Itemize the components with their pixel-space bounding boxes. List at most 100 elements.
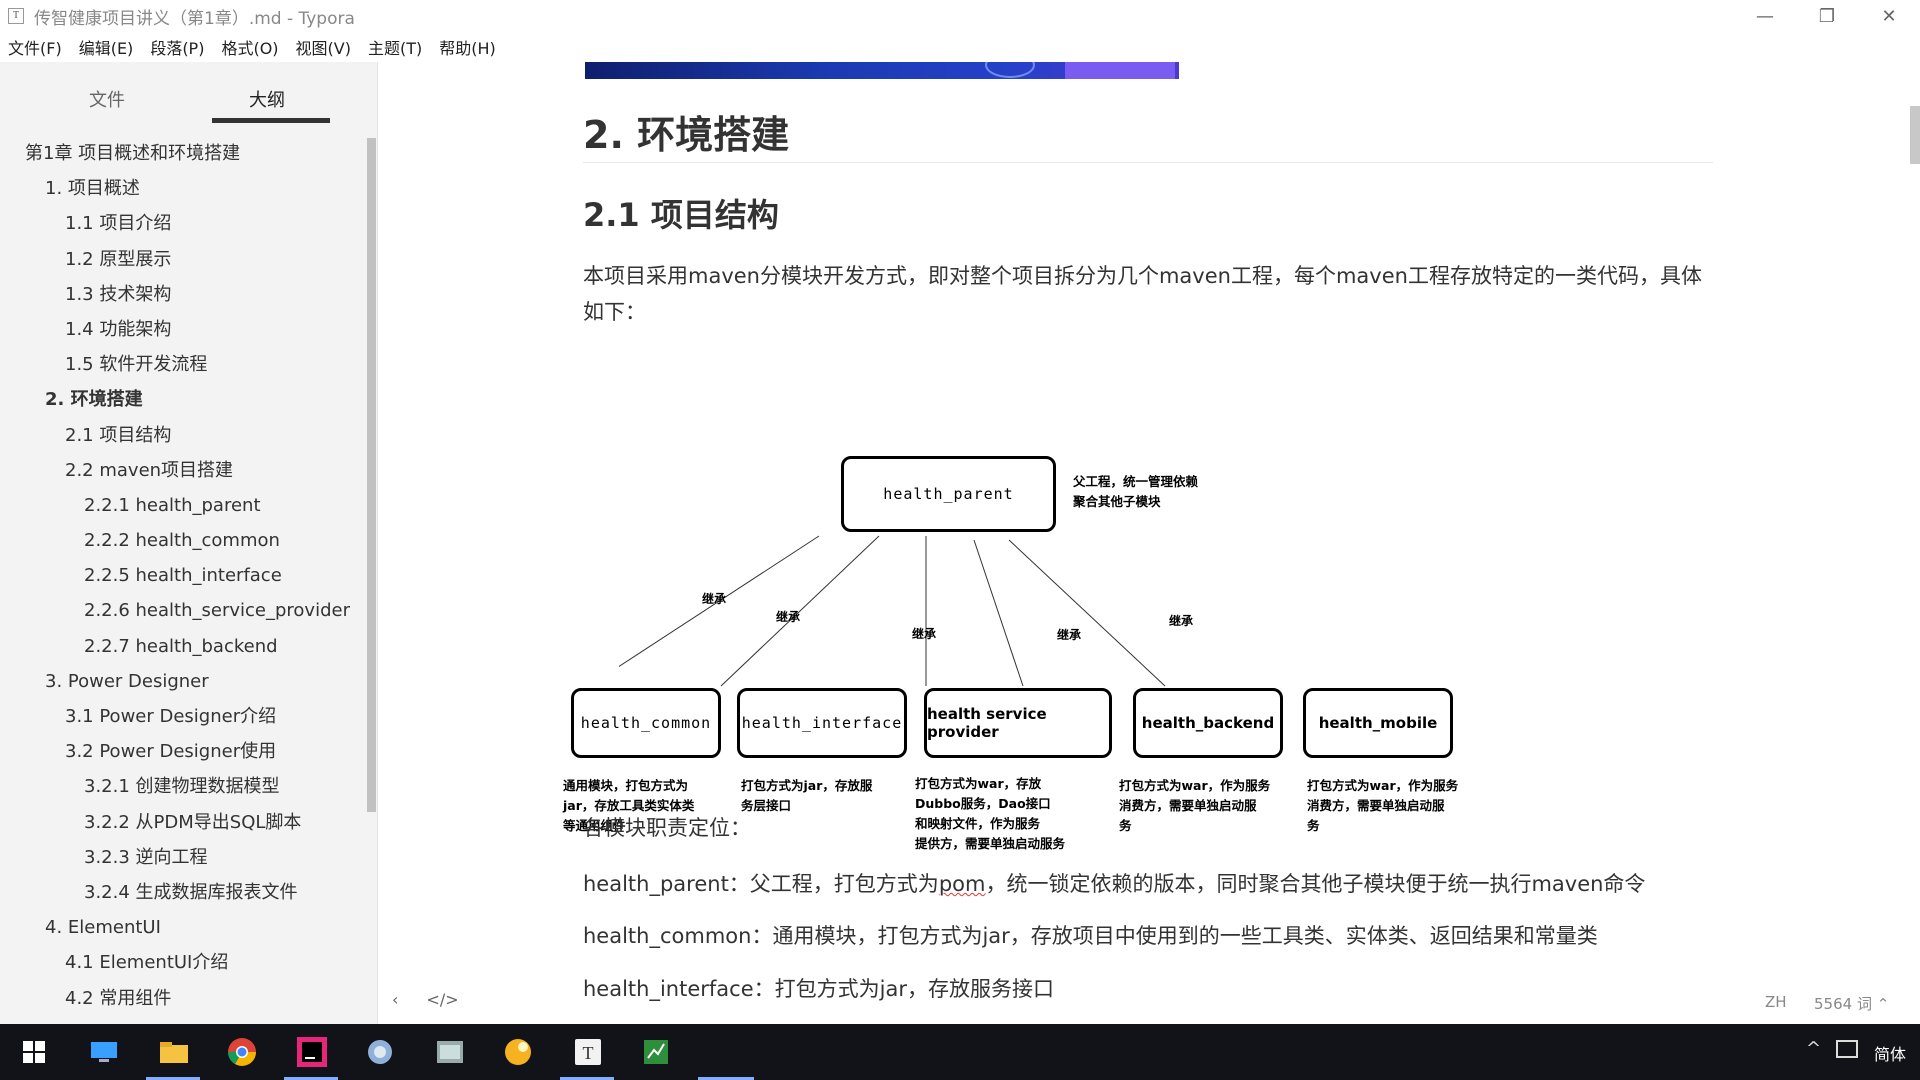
outline-item[interactable]: 1.4 功能架构 [65, 318, 172, 340]
menu-bar: 文件(F) 编辑(E) 段落(P) 格式(O) 视图(V) 主题(T) 帮助(H… [0, 32, 1920, 62]
outline-item[interactable]: 3.2.2 从PDM导出SQL脚本 [84, 811, 302, 833]
menu-theme[interactable]: 主题(T) [367, 39, 423, 58]
heading-environment-setup: 2. 环境搭建 [583, 113, 790, 157]
module-structure-diagram: health_parent 父工程，统一管理依赖 聚合其他子模块 继承 继承 继… [563, 380, 1619, 860]
maximize-button[interactable]: ❐ [1818, 5, 1836, 27]
app-7-icon[interactable] [500, 1034, 536, 1070]
desktop-icon[interactable] [86, 1034, 122, 1070]
outline-item[interactable]: 4.1 ElementUI介绍 [65, 952, 229, 974]
status-language[interactable]: ZH [1765, 993, 1787, 1011]
responsibility-title: 各模块职责定位： [583, 816, 751, 840]
ime-indicator[interactable]: 简体 [1874, 1045, 1907, 1064]
outline-item[interactable]: 1.2 原型展示 [65, 248, 172, 270]
back-icon[interactable]: ‹ [392, 990, 399, 1009]
outline-item[interactable]: 2.1 项目结构 [65, 424, 172, 446]
outline-item[interactable]: 1. 项目概述 [45, 178, 140, 200]
typora-app-icon: T [8, 8, 24, 24]
intellij-idea-icon[interactable] [294, 1034, 330, 1070]
menu-file[interactable]: 文件(F) [8, 39, 62, 58]
menu-paragraph[interactable]: 段落(P) [150, 39, 205, 58]
sidebar-scrollbar[interactable] [367, 138, 376, 812]
menu-format[interactable]: 格式(O) [221, 39, 279, 58]
node-health-parent: health_parent [841, 456, 1056, 532]
active-app-indicator [146, 1077, 200, 1080]
outline-item[interactable]: 2.2.6 health_service_provider [84, 600, 350, 622]
edge-common [619, 535, 820, 668]
app-9-icon[interactable] [638, 1034, 674, 1070]
spellcheck-underline: pom [938, 872, 986, 896]
status-word-count[interactable]: 5564 词 ⌃ [1814, 995, 1890, 1013]
node-health-common: health_common [571, 688, 721, 758]
sidebar: 文件 大纲 第1章 项目概述和环境搭建 1. 项目概述 1.1 项目介绍 1.2 原型… [0, 62, 378, 1024]
close-button[interactable]: ✕ [1881, 5, 1897, 27]
edge-label-common: 继承 [702, 592, 727, 606]
app-6-icon[interactable] [432, 1034, 468, 1070]
node-health-mobile: health_mobile [1303, 688, 1453, 758]
outline-item[interactable]: 第1章 项目概述和环境搭建 [25, 143, 241, 164]
node-health-service-provider: health service provider [924, 688, 1112, 758]
tab-files[interactable]: 文件 [89, 90, 125, 111]
sidebar-tabs: 文件 大纲 [0, 62, 377, 124]
outline-item[interactable]: 2.2.7 health_backend [84, 635, 278, 657]
chrome-icon[interactable] [224, 1034, 260, 1070]
app-5-icon[interactable] [362, 1034, 398, 1070]
note-health-mobile: 打包方式为war，作为服务 消费方，需要单独启动服 务 [1307, 778, 1459, 833]
windows-start-icon[interactable] [16, 1034, 52, 1070]
outline-item[interactable]: 1.3 技术架构 [65, 283, 172, 305]
note-health-service-provider: 打包方式为war，存放 Dubbo服务，Dao接口 和映射文件，作为服务 提供方… [915, 776, 1066, 851]
edge-label-mobile: 继承 [1169, 614, 1194, 628]
outline-item[interactable]: 2.2.1 health_parent [84, 494, 261, 516]
menu-help[interactable]: 帮助(H) [439, 39, 496, 58]
file-explorer-icon[interactable] [156, 1034, 192, 1070]
edge-label-service-provider: 继承 [912, 627, 937, 641]
banner-tag [1065, 62, 1175, 79]
diagram-edges [619, 535, 1166, 687]
note-health-interface: 打包方式为jar，存放服 务层接口 [741, 778, 873, 813]
node-health-interface: health_interface [737, 688, 907, 758]
tray-expand-icon[interactable]: ^ [1806, 1038, 1822, 1059]
outline-item[interactable]: 1.5 软件开发流程 [65, 354, 208, 376]
edge-interface [720, 535, 880, 687]
outline-item[interactable]: 3.2.4 生成数据库报表文件 [84, 881, 298, 903]
responsibility-health-common: health_common：通用模块，打包方式为jar，存放项目中使用到的一些工… [583, 924, 1598, 948]
menu-view[interactable]: 视图(V) [295, 39, 351, 58]
note-health-backend: 打包方式为war，作为服务 消费方，需要单独启动服 务 [1119, 778, 1271, 833]
outline-item[interactable]: 3.2 Power Designer使用 [65, 741, 277, 763]
active-app-indicator [560, 1077, 614, 1080]
outline-item[interactable]: 3. Power Designer [45, 670, 209, 692]
outline-item[interactable]: 2.2.5 health_interface [84, 565, 282, 587]
title-bar: T 传智健康项目讲义（第1章）.md - Typora — ❐ ✕ [0, 0, 1920, 32]
editor-area[interactable]: 2. 环境搭建 2.1 项目结构 本项目采用maven分模块开发方式，即对整个项… [379, 62, 1920, 1024]
typora-icon[interactable]: T [570, 1034, 606, 1070]
outline-item[interactable]: 1.1 项目介绍 [65, 213, 172, 235]
edge-label-interface: 继承 [776, 610, 801, 624]
responsibility-health-parent: health_parent：父工程，打包方式为pom，统一锁定依赖的版本，同时聚… [583, 872, 1646, 896]
heading-divider [583, 162, 1713, 163]
outline-item[interactable]: 3.1 Power Designer介绍 [65, 706, 277, 727]
active-tab-indicator [212, 118, 330, 123]
responsibility-health-interface: health_interface：打包方式为jar，存放服务接口 [583, 977, 1054, 1001]
outline-item[interactable]: 4.2 常用组件 [65, 987, 172, 1009]
outline-item[interactable]: 3.2.3 逆向工程 [84, 846, 208, 868]
menu-edit[interactable]: 编辑(E) [78, 39, 134, 58]
svg-text:T: T [583, 1043, 594, 1063]
editor-scrollbar[interactable] [1910, 106, 1920, 164]
banner-decoration [985, 62, 1035, 78]
heading-project-structure: 2.1 项目结构 [583, 196, 779, 234]
edge-label-backend: 继承 [1057, 628, 1082, 642]
minimize-button[interactable]: — [1756, 5, 1774, 27]
intro-paragraph: 本项目采用maven分模块开发方式，即对整个项目拆分为几个maven工程，每个m… [583, 264, 1702, 324]
outline-item[interactable]: 3.2.1 创建物理数据模型 [84, 776, 280, 798]
outline-item[interactable]: 2.2 maven项目搭建 [65, 459, 234, 481]
source-code-icon[interactable]: </> [426, 990, 459, 1009]
outline-item[interactable]: 2. 环境搭建 [45, 389, 143, 411]
network-icon[interactable] [1836, 1040, 1858, 1058]
outline-item[interactable]: 2.2.2 health_common [84, 530, 280, 552]
edge-backend [973, 539, 1024, 687]
tab-outline[interactable]: 大纲 [249, 90, 285, 111]
note-health-common: 通用模块，打包方式为 jar，存放工具类实体类 等通用组件 [563, 778, 695, 833]
taskbar: T ^ 简体 [0, 1024, 1920, 1080]
outline-item[interactable]: 4. ElementUI [45, 917, 161, 939]
active-app-indicator [284, 1077, 338, 1080]
node-health-backend: health_backend [1133, 688, 1283, 758]
